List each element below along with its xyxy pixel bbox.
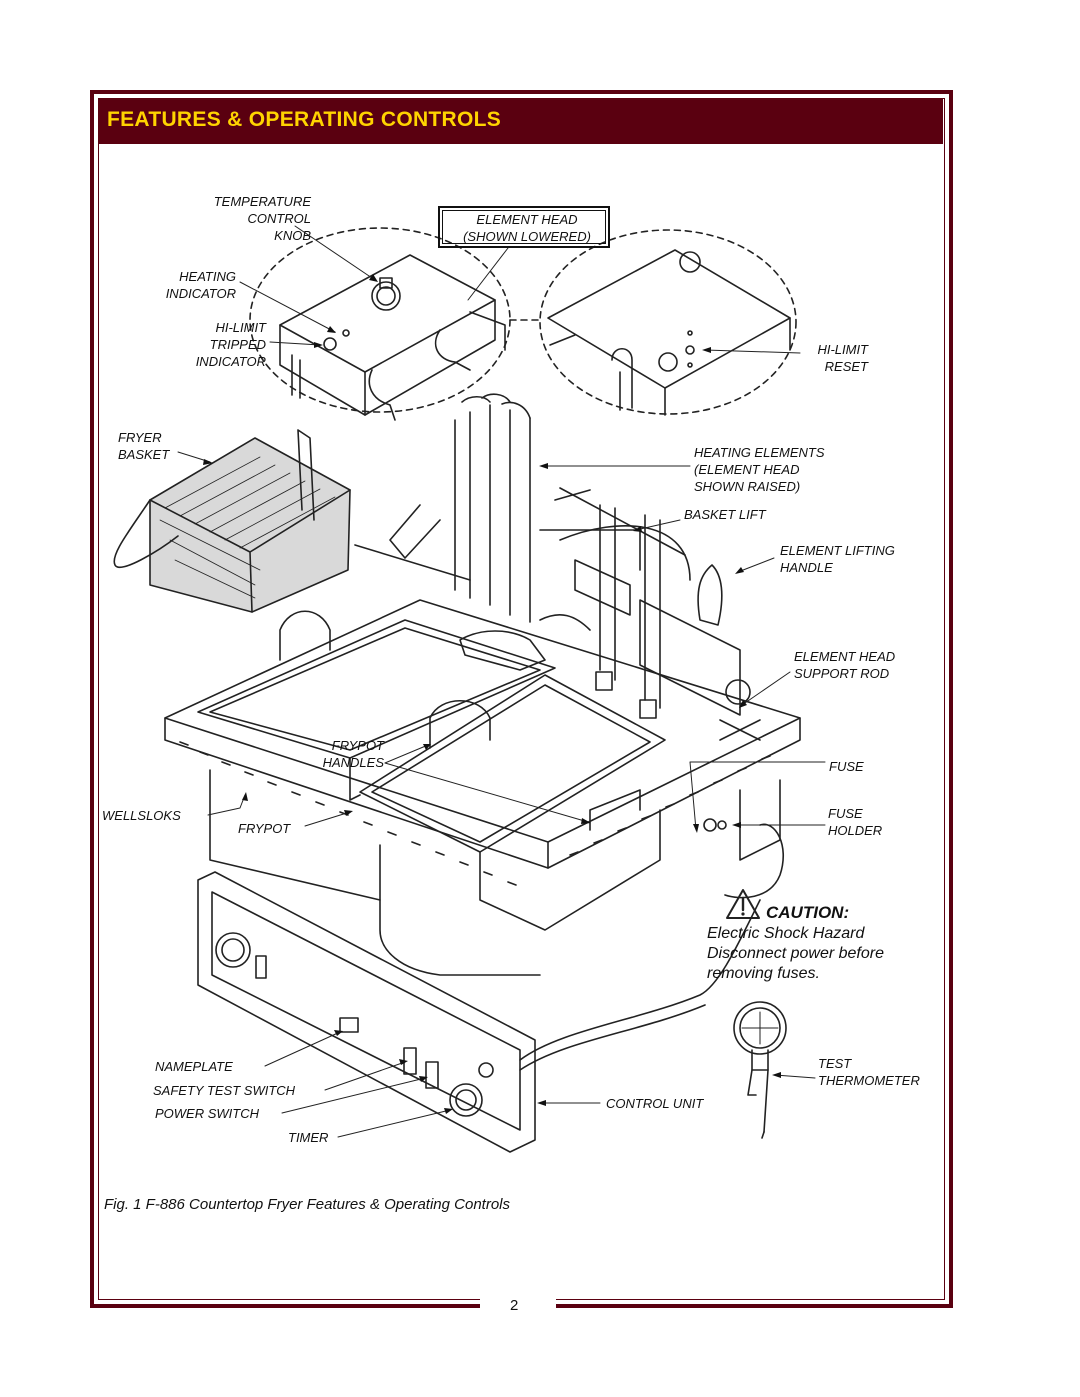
- label-power-switch: POWER SWITCH: [155, 1106, 259, 1121]
- section-title: FEATURES & OPERATING CONTROLS: [107, 108, 502, 131]
- label-element-lifting-handle: ELEMENT LIFTING HANDLE: [780, 543, 895, 575]
- label-control-unit: CONTROL UNIT: [606, 1096, 704, 1111]
- label-hi-limit-reset: HI-LIMIT RESET: [817, 342, 868, 374]
- control-unit-drawing: [197, 871, 761, 1153]
- label-heating-elements: HEATING ELEMENTS (ELEMENT HEAD SHOWN RAI…: [694, 445, 825, 494]
- element-head-lowered-box: [438, 206, 610, 248]
- label-fuse: FUSE: [829, 759, 864, 774]
- label-element-head-support-rod: ELEMENT HEAD SUPPORT ROD: [794, 649, 896, 681]
- label-frypot: FRYPOT: [238, 821, 291, 836]
- figure-caption: Fig. 1 F-886 Countertop Fryer Features &…: [104, 1196, 511, 1213]
- label-wellsloks: WELLSLOKS: [102, 808, 181, 823]
- fryer-basket-drawing: [113, 429, 351, 613]
- label-safety-test-switch: SAFETY TEST SWITCH: [153, 1083, 296, 1098]
- label-test-thermometer: TEST THERMOMETER: [818, 1056, 920, 1088]
- label-fryer-basket: FRYER BASKET: [118, 430, 170, 462]
- label-hi-limit-tripped-indicator: HI-LIMIT TRIPPED INDICATOR: [195, 320, 266, 369]
- heating-elements-drawing: [354, 393, 761, 741]
- section-header-bar: [98, 98, 943, 144]
- footer-gap: [480, 1296, 556, 1318]
- element-head-lowered-box-inner: [442, 210, 606, 244]
- fryer-body-drawing: [164, 599, 801, 976]
- element-head-reset-detail: [547, 249, 791, 416]
- detail-circle-reset: [539, 229, 797, 415]
- leader-arrowheads: [203, 274, 781, 1114]
- warning-icon: [726, 889, 760, 919]
- label-element-head-shown-lowered: ELEMENT HEAD (SHOWN LOWERED): [463, 212, 591, 244]
- label-fuse-holder: FUSE HOLDER: [828, 806, 883, 838]
- caution-message: Electric Shock Hazard Disconnect power b…: [707, 925, 884, 982]
- label-heating-indicator: HEATING INDICATOR: [165, 269, 236, 301]
- test-thermometer-drawing: [733, 1001, 787, 1139]
- page-number: 2: [510, 1297, 519, 1314]
- leader-lines: [177, 225, 826, 1138]
- label-temperature-control-knob: TEMPERATURE CONTROL KNOB: [213, 194, 311, 243]
- label-timer: TIMER: [288, 1130, 329, 1145]
- element-head-lowered-detail: [279, 254, 506, 421]
- label-basket-lift: BASKET LIFT: [684, 507, 766, 522]
- label-nameplate: NAMEPLATE: [155, 1059, 233, 1074]
- caution-title: CAUTION:: [766, 903, 850, 922]
- label-frypot-handles: FRYPOT HANDLES: [322, 738, 384, 770]
